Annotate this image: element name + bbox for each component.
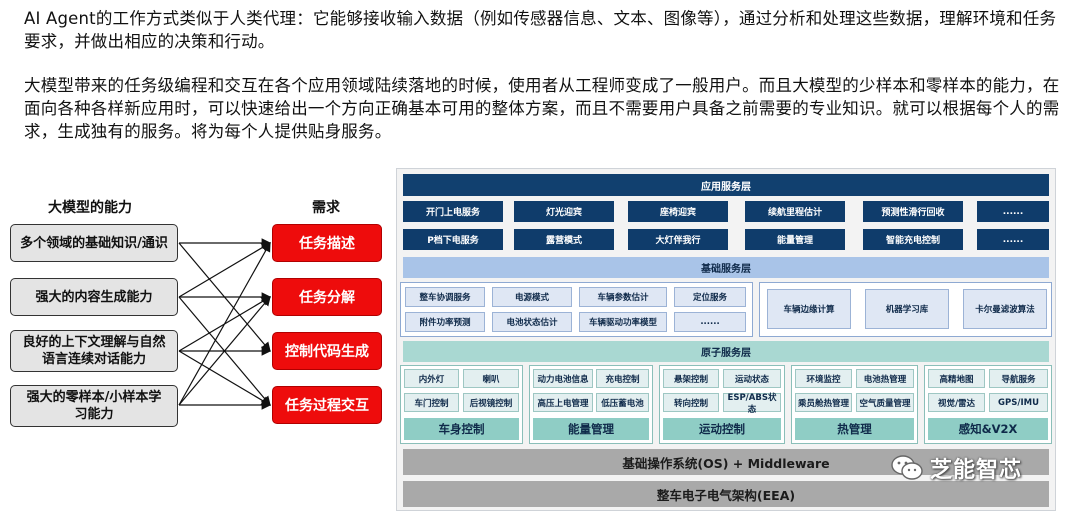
atom-layer-title: 原子服务层 bbox=[403, 341, 1049, 362]
base-service: 定位服务 bbox=[674, 287, 746, 307]
base-service: ...... bbox=[674, 312, 746, 332]
mapping-arrows bbox=[178, 238, 272, 410]
atom-service: 动力电池信息 bbox=[533, 369, 593, 388]
atom-service: 车门控制 bbox=[404, 393, 459, 412]
base-service: 车辆参数估计 bbox=[579, 287, 667, 307]
base-layer-title: 基础服务层 bbox=[403, 257, 1049, 278]
arrow bbox=[178, 241, 271, 406]
intro-paragraph-1: AI Agent的工作方式类似于人类代理：它能够接收输入数据（例如传感器信息、文… bbox=[24, 9, 1057, 51]
watermark: 芝能智芯 bbox=[890, 449, 1060, 487]
atom-service: 导航服务 bbox=[989, 369, 1048, 388]
os-layer: 基础操作系统(OS) + Middleware bbox=[403, 449, 1049, 475]
need-box: 任务描述 bbox=[272, 224, 382, 262]
need-box: 任务分解 bbox=[272, 278, 382, 316]
atom-service: 后视镜控制 bbox=[463, 393, 519, 412]
atom-group-name: 能量管理 bbox=[533, 418, 649, 440]
atom-service: 环境监控 bbox=[795, 369, 852, 388]
capabilities-header: 大模型的能力 bbox=[48, 200, 132, 216]
atom-service: 空气质量管理 bbox=[856, 393, 914, 412]
base-service: 电池状态估计 bbox=[492, 312, 572, 332]
app-service: 能量管理 bbox=[745, 229, 845, 250]
atom-service: 运动状态 bbox=[723, 369, 781, 388]
base-service: 电源模式 bbox=[492, 287, 572, 307]
app-service: 露营模式 bbox=[514, 229, 614, 250]
atom-service: ESP/ABS状态 bbox=[723, 393, 781, 415]
wechat-icon bbox=[891, 455, 923, 480]
base-service: 车辆边缘计算 bbox=[767, 289, 851, 329]
capability-box: 强大的内容生成能力 bbox=[10, 278, 178, 316]
arrow bbox=[178, 242, 272, 298]
atom-service: 乘员舱热管理 bbox=[795, 393, 852, 412]
app-service: 大灯伴我行 bbox=[628, 229, 728, 250]
app-service: 续航里程估计 bbox=[745, 201, 845, 222]
atom-service: 悬架控制 bbox=[663, 369, 719, 388]
atom-service: 转向控制 bbox=[663, 393, 719, 412]
needs-header: 需求 bbox=[312, 200, 340, 216]
capability-box: 良好的上下文理解与自然语言连续对话能力 bbox=[10, 330, 178, 372]
atom-service: 视觉/雷达 bbox=[928, 393, 985, 412]
app-service: ...... bbox=[977, 229, 1049, 250]
app-service: 座椅迎宾 bbox=[628, 201, 728, 222]
eea-layer: 整车电子电气架构(EEA) bbox=[403, 481, 1049, 507]
atom-service: 充电控制 bbox=[596, 369, 649, 388]
app-service: P档下电服务 bbox=[403, 229, 503, 250]
watermark-text: 芝能智芯 bbox=[930, 458, 1023, 483]
base-service: 卡尔曼滤波算法 bbox=[963, 289, 1047, 329]
app-service: 预测性滑行回收 bbox=[863, 201, 963, 222]
vehicle-software-architecture: 应用服务层 开门上电服务 灯光迎宾 座椅迎宾 续航里程估计 预测性滑行回收 ..… bbox=[396, 168, 1056, 511]
base-service: 机器学习库 bbox=[865, 289, 949, 329]
atom-group-name: 热管理 bbox=[795, 418, 914, 440]
app-service: 开门上电服务 bbox=[403, 201, 503, 222]
atom-group-name: 感知&V2X bbox=[928, 418, 1048, 440]
capability-box: 多个领域的基础知识/通识 bbox=[10, 224, 178, 262]
atom-service: 低压蓄电池 bbox=[596, 393, 649, 412]
base-service: 车辆驱动功率模型 bbox=[579, 312, 667, 332]
app-service: 智能充电控制 bbox=[863, 229, 963, 250]
atom-service: 电池热管理 bbox=[856, 369, 914, 388]
arrow bbox=[178, 350, 272, 406]
app-service: 灯光迎宾 bbox=[514, 201, 614, 222]
capability-box: 强大的零样本/小样本学习能力 bbox=[10, 385, 178, 427]
arrow bbox=[178, 296, 271, 406]
atom-service: 高压上电管理 bbox=[533, 393, 593, 412]
need-box: 控制代码生成 bbox=[272, 332, 382, 370]
atom-service: 高精地图 bbox=[928, 369, 985, 388]
base-service: 附件功率预测 bbox=[405, 312, 485, 332]
atom-service: 内外灯 bbox=[404, 369, 459, 388]
atom-service: 喇叭 bbox=[463, 369, 519, 388]
atom-group-name: 车身控制 bbox=[404, 418, 519, 440]
atom-group-name: 运动控制 bbox=[663, 418, 781, 440]
app-layer-title: 应用服务层 bbox=[403, 174, 1049, 196]
app-service: ...... bbox=[977, 201, 1049, 222]
intro-paragraph-2: 大模型带来的任务级编程和交互在各个应用领域陆续落地的时候，使用者从工程师变成了一… bbox=[24, 76, 1060, 141]
need-box: 任务过程交互 bbox=[272, 386, 382, 424]
base-service: 整车协调服务 bbox=[405, 287, 485, 307]
atom-service: GPS/IMU bbox=[989, 393, 1048, 412]
